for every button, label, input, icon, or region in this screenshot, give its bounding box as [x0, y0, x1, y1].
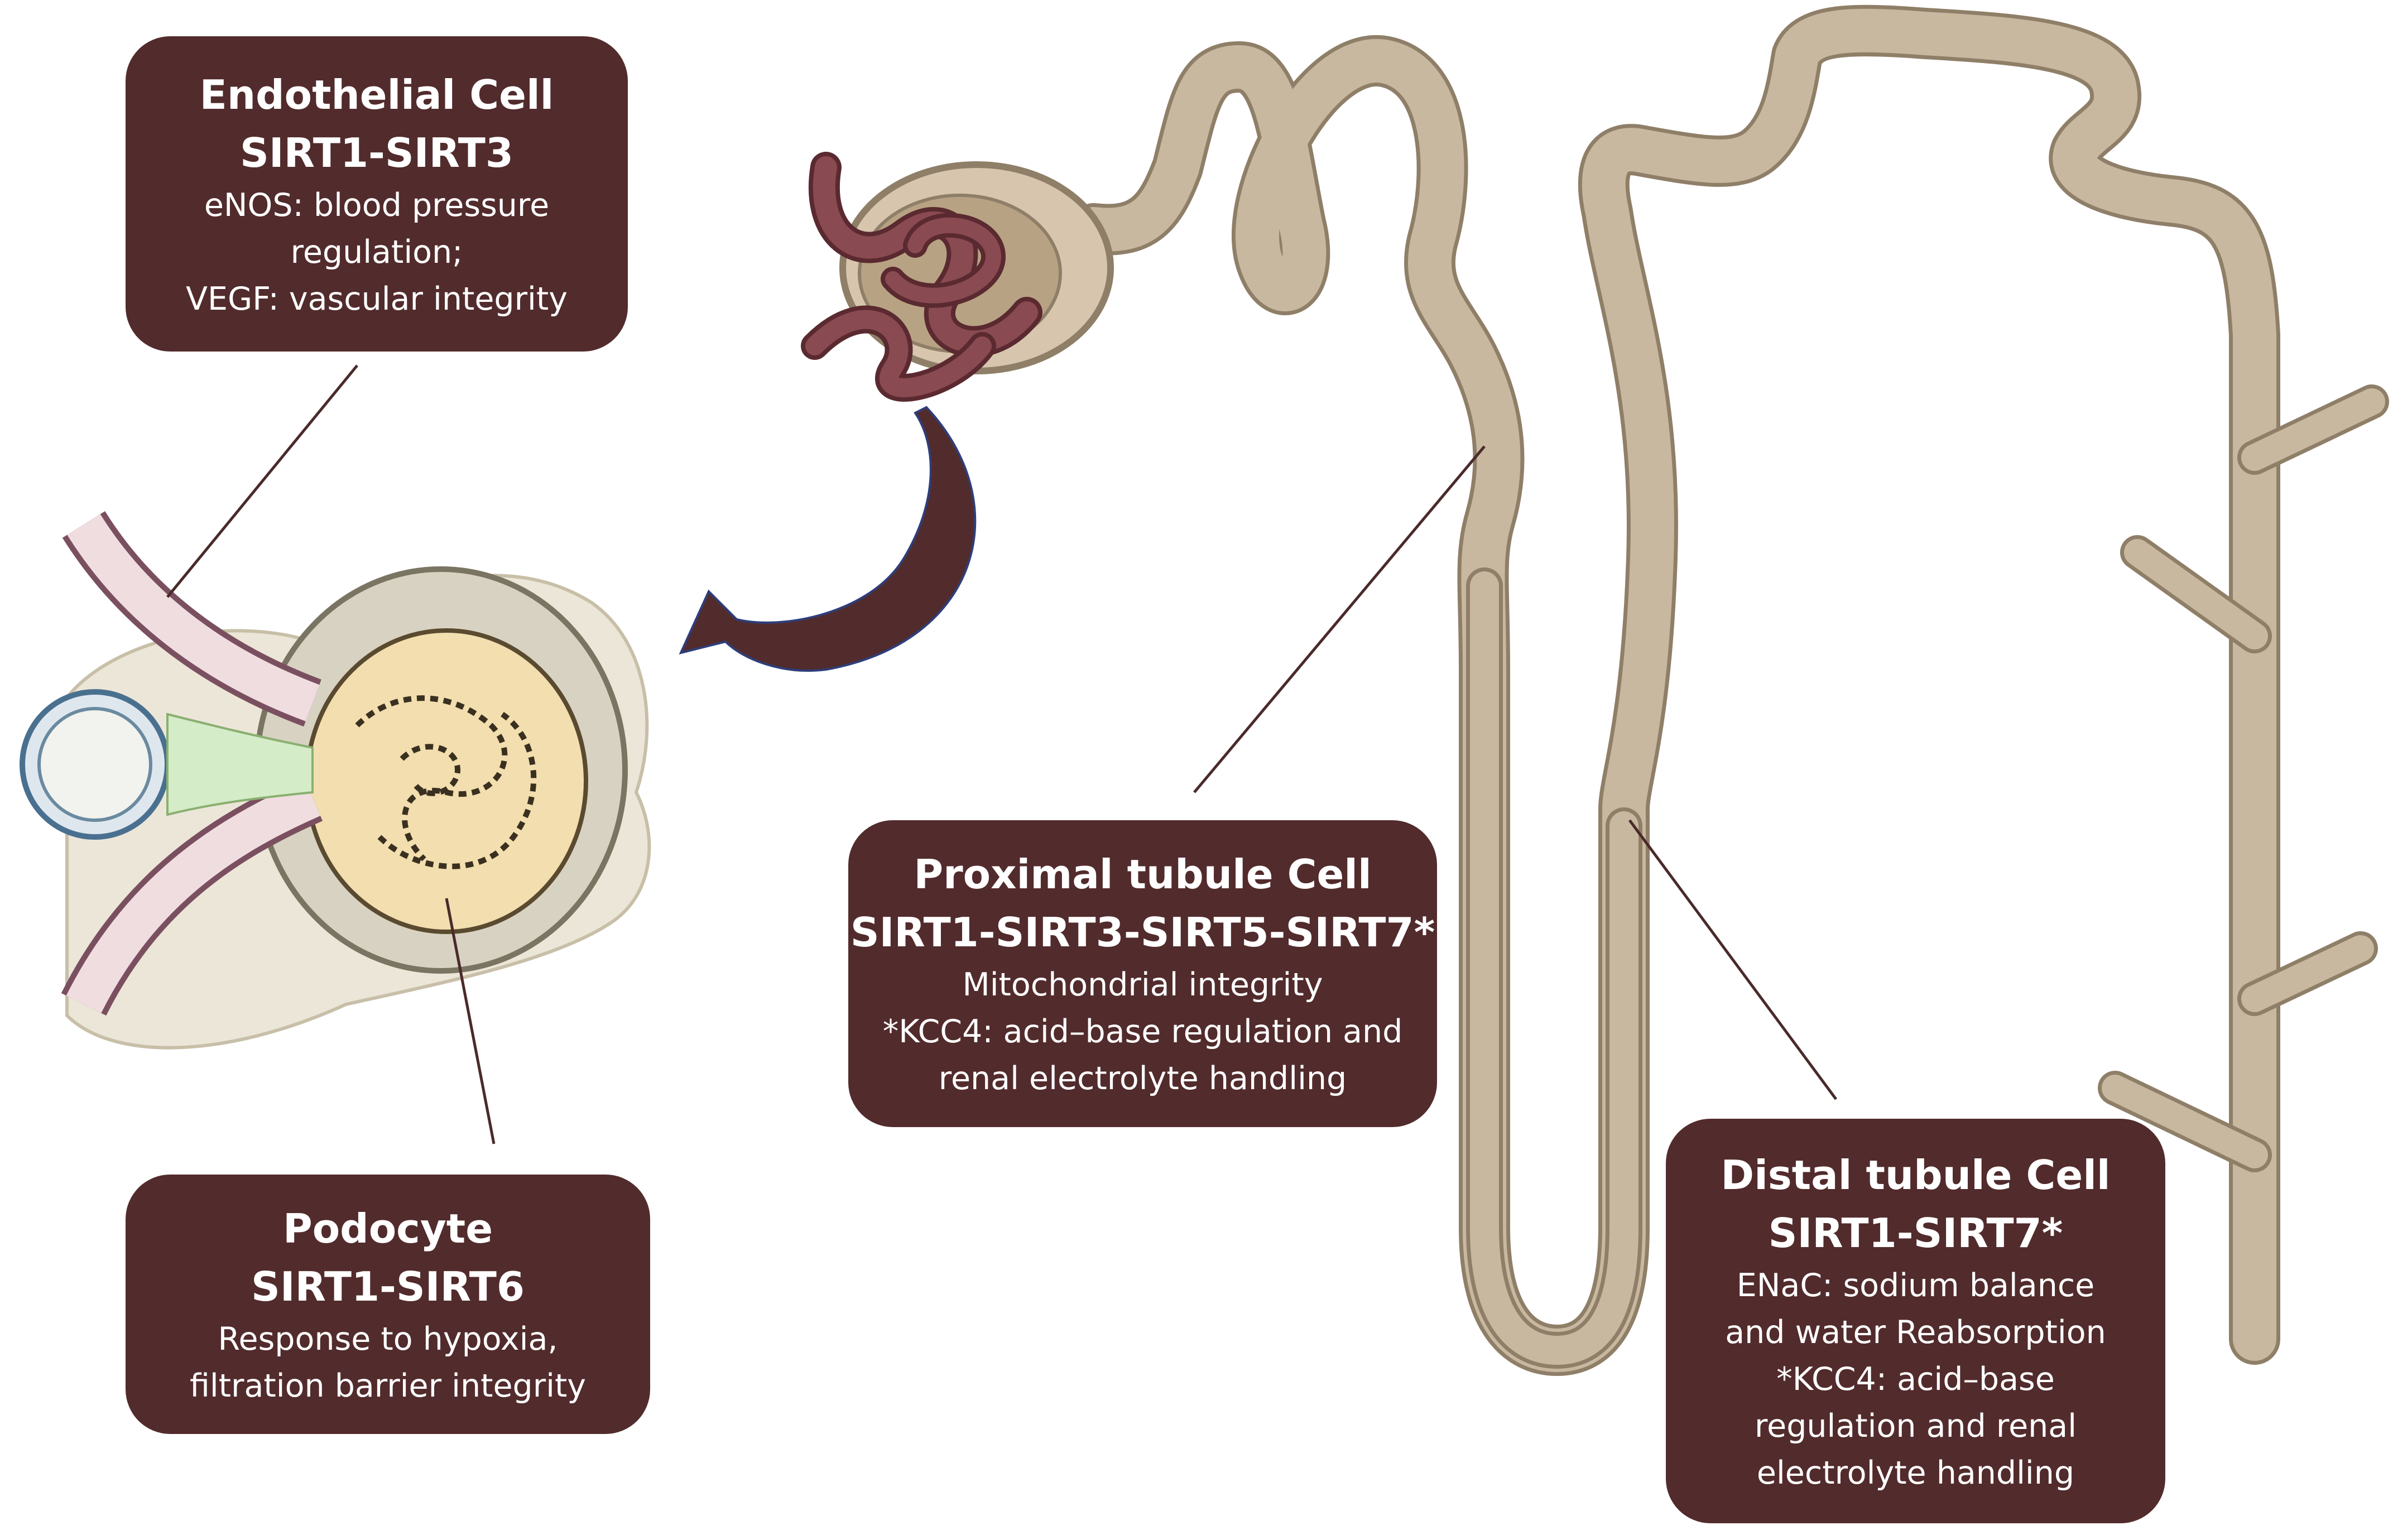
endothelial-sirt: SIRT1-SIRT3	[239, 129, 513, 176]
podocyte-title: Podocyte	[282, 1205, 493, 1252]
podocyte-box: Podocyte SIRT1-SIRT6 Response to hypoxia…	[126, 1175, 650, 1434]
glomerular-capillaries	[801, 152, 1042, 402]
endothelial-line-1: eNOS: blood pressure	[204, 186, 550, 224]
proximal-line-3: renal electrolyte handling	[938, 1060, 1347, 1097]
proximal-tubule-cell-box: Proximal tubule Cell SIRT1-SIRT3-SIRT5-S…	[848, 820, 1437, 1127]
endothelial-title: Endothelial Cell	[199, 71, 554, 118]
leader-distal	[1628, 819, 1838, 1100]
nephron-tubule	[1068, 4, 2389, 1376]
distal-line-2: and water Reabsorption	[1725, 1313, 2106, 1351]
podocyte-line-1: Response to hypoxia,	[218, 1320, 558, 1358]
tubule-thin-limb-fill	[1470, 571, 1638, 1365]
proximal-line-1: Mitochondrial integrity	[962, 966, 1323, 1003]
distal-line-3: *KCC4: acid–base	[1776, 1360, 2055, 1398]
distal-title: Distal tubule Cell	[1721, 1151, 2111, 1199]
glomerulus-bowman-capsule	[801, 152, 1114, 402]
leader-podocyte	[445, 898, 496, 1144]
distal-sirt: SIRT1-SIRT7*	[1768, 1209, 2063, 1257]
leader-endothelial	[166, 364, 358, 598]
distal-tubule-cell-box: Distal tubule Cell SIRT1-SIRT7* ENaC: so…	[1666, 1119, 2165, 1523]
afferent-efferent-arterioles	[61, 511, 323, 1016]
endothelial-line-2: regulation;	[290, 233, 463, 271]
curved-arrow	[679, 406, 977, 672]
endothelial-cell-box: Endothelial Cell SIRT1-SIRT3 eNOS: blood…	[126, 36, 628, 352]
distal-line-4: regulation and renal	[1754, 1407, 2077, 1445]
proximal-sirt: SIRT1-SIRT3-SIRT5-SIRT7*	[850, 909, 1435, 956]
podocyte-sirt: SIRT1-SIRT6	[251, 1263, 525, 1310]
distal-line-5: electrolyte handling	[1756, 1454, 2075, 1491]
leader-lines	[166, 364, 1838, 1144]
proximal-title: Proximal tubule Cell	[914, 851, 1372, 898]
proximal-line-2: *KCC4: acid–base regulation and	[882, 1013, 1403, 1050]
podocyte-line-2: filtration barrier integrity	[189, 1367, 587, 1404]
podocyte-foot-processes	[355, 695, 537, 869]
leader-proximal	[1193, 445, 1486, 793]
distal-line-1: ENaC: sodium balance	[1736, 1267, 2095, 1304]
endothelial-line-3: VEGF: vascular integrity	[186, 280, 568, 317]
collecting-duct-branches	[2098, 384, 2389, 1172]
glomerulus-cross-section	[20, 511, 651, 1050]
